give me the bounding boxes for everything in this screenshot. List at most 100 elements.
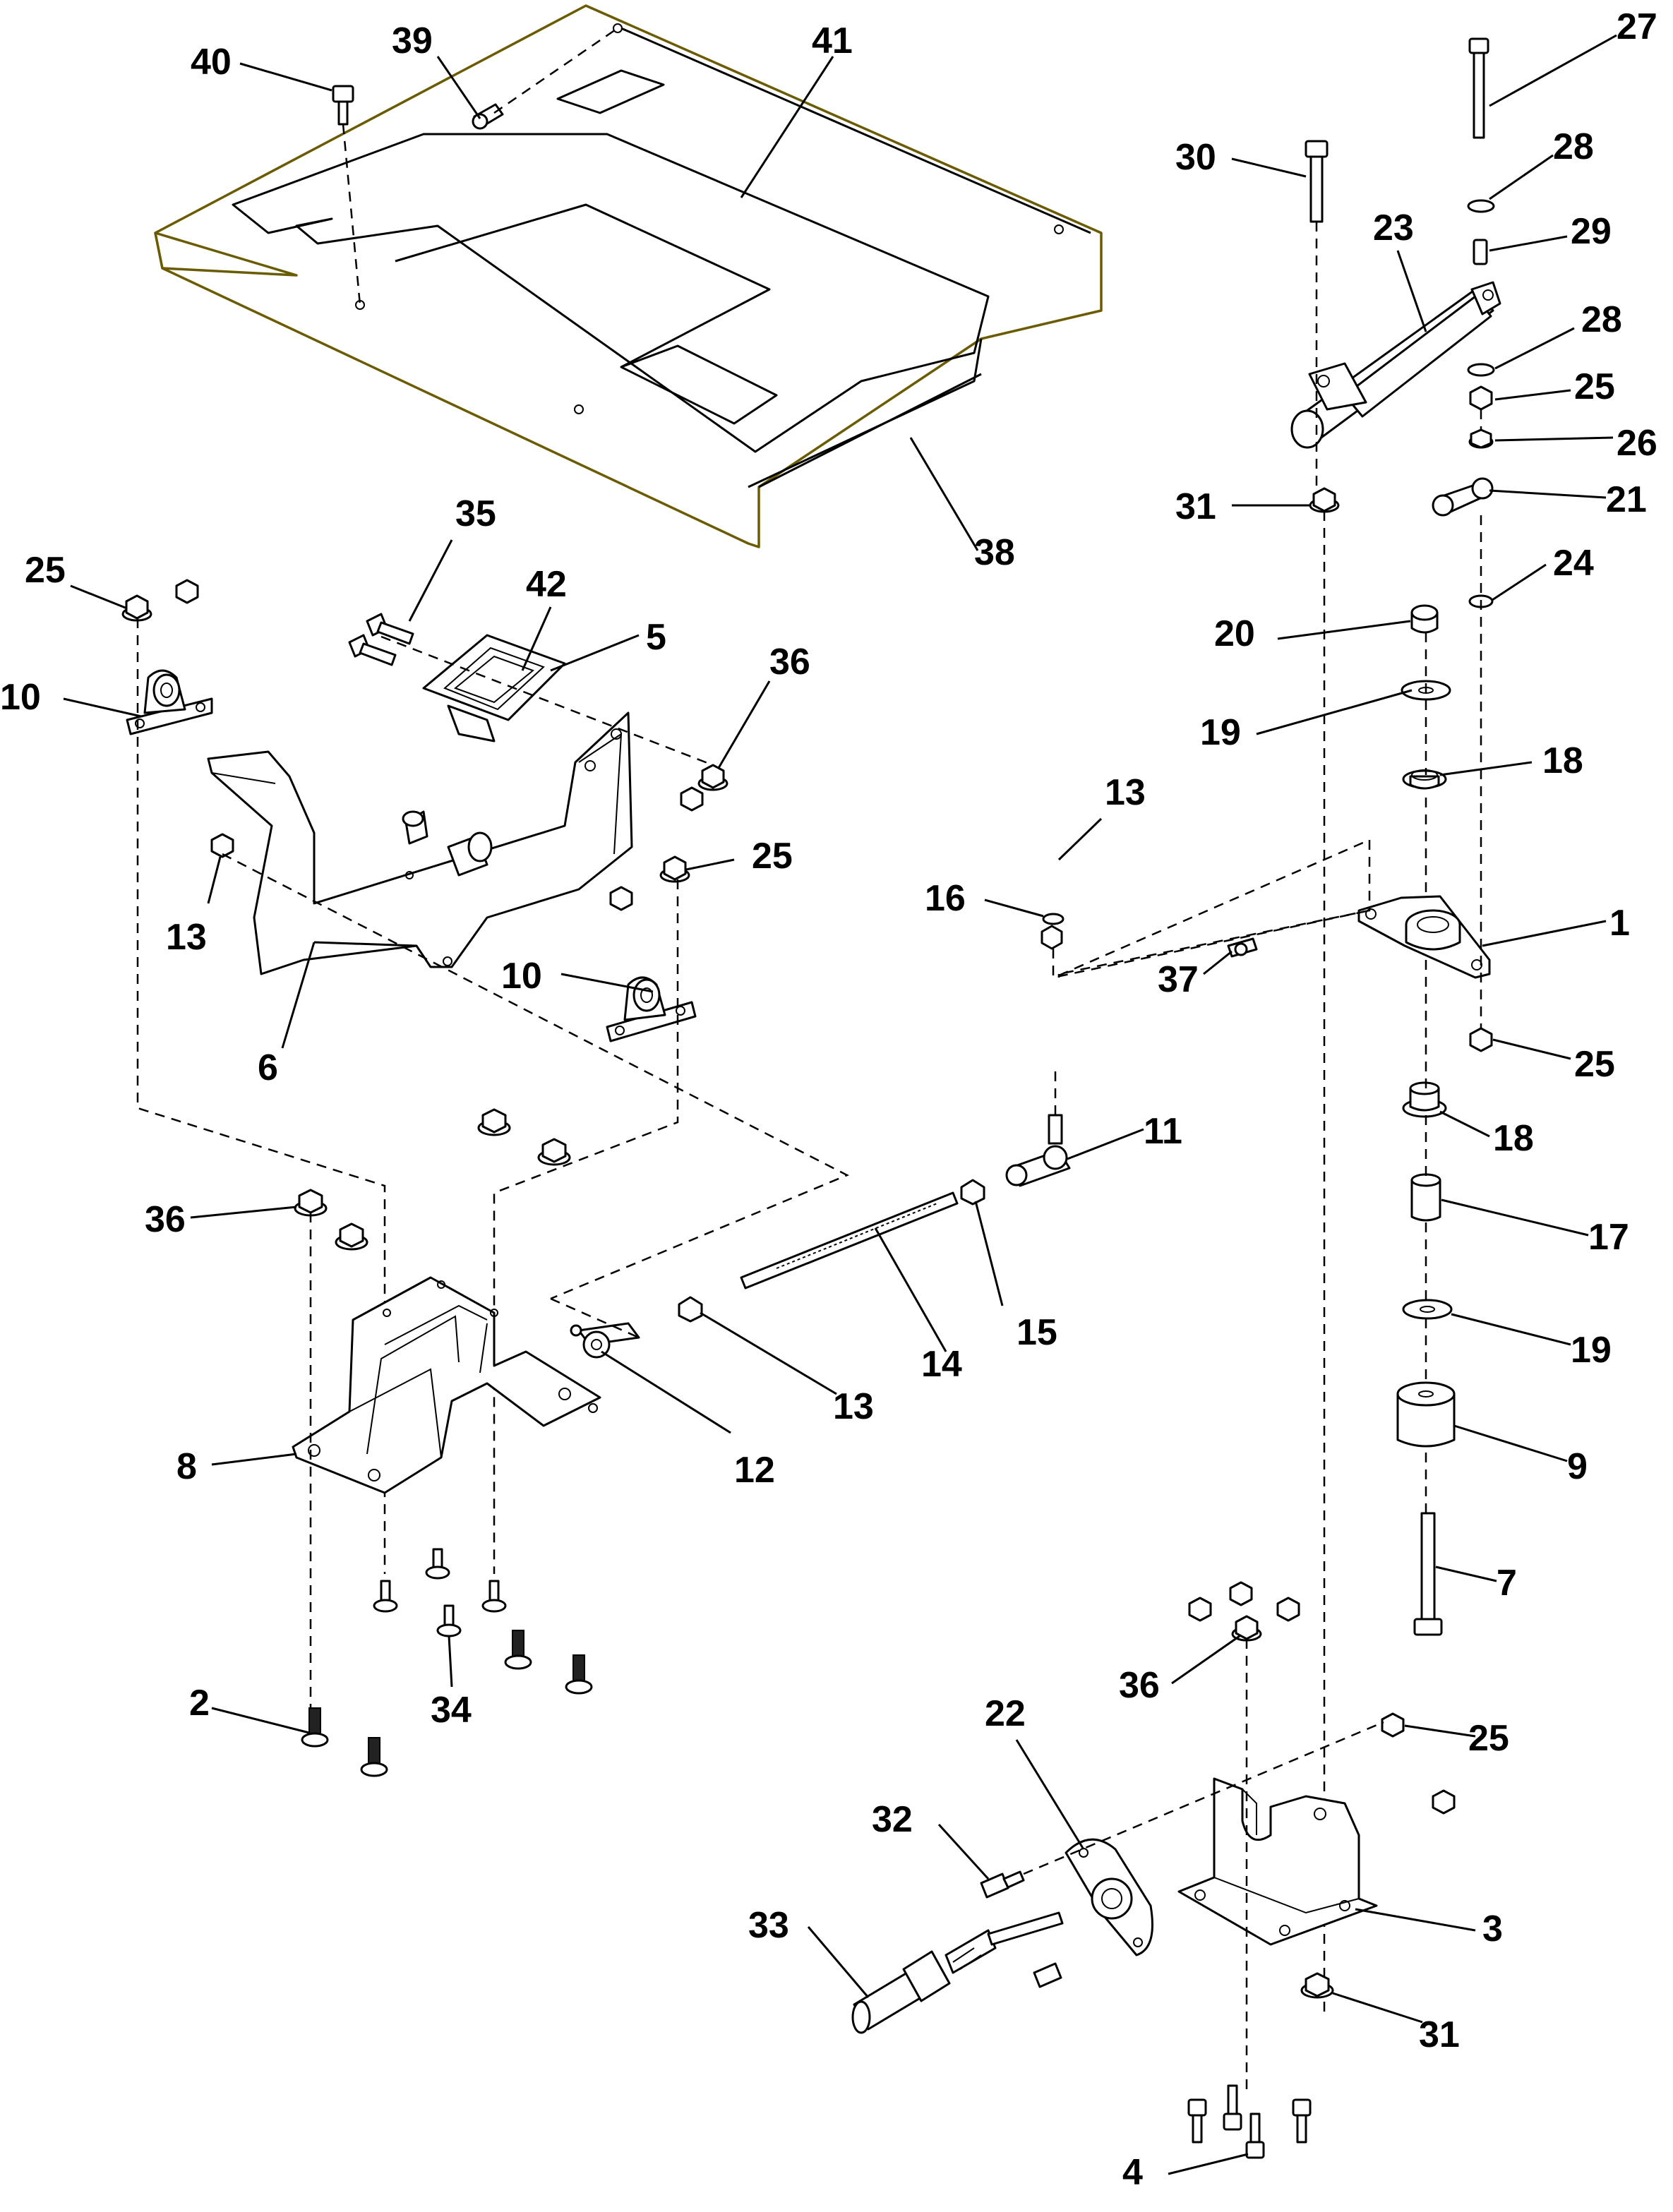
callout-42: 42 [526,564,567,605]
nut-31-top [1309,487,1340,513]
callout-21: 21 [1606,479,1647,520]
nut-25-left-top [121,594,152,622]
threaded-rod-14 [740,1191,959,1290]
bolt-black-1 [504,1630,532,1670]
flange-bushing-18-top [1402,769,1447,790]
screw-34-b [425,1548,450,1580]
flange-bushing-18-bottom [1402,1081,1447,1118]
washer-28-mid [1467,363,1495,377]
rod-end-11 [1005,1114,1071,1187]
callout-17: 17 [1588,1217,1629,1258]
callout-3: 3 [1482,1909,1503,1949]
callout-10: 10 [0,677,41,718]
callout-6: 6 [258,1047,278,1088]
callout-23: 23 [1373,208,1414,248]
callout-19-lower: 19 [1571,1330,1612,1371]
nut-lower-left-2 [335,1222,368,1251]
callout-25-left: 25 [25,550,66,591]
nut-bottom-extra [1432,1789,1456,1815]
callout-33: 33 [748,1905,789,1946]
callout-18: 18 [1542,740,1583,781]
callout-28-b: 28 [1581,299,1622,340]
grease-fitting-37 [1227,937,1258,958]
callout-39: 39 [392,20,433,61]
actuator-cylinder-23 [1290,281,1501,449]
callout-35: 35 [455,493,496,534]
pedal-pad-5 [422,634,566,743]
nut-26 [1468,428,1494,449]
callout-18-lower: 18 [1493,1118,1534,1159]
pivot-lever-1 [1357,895,1491,979]
nut-25-bottom [1381,1712,1405,1738]
bolt-32-b [1033,1962,1062,1988]
callout-28: 28 [1553,126,1594,167]
callout-22: 22 [985,1693,1026,1734]
bushing-20 [1410,604,1439,634]
callout-20: 20 [1214,613,1255,654]
callout-24: 24 [1553,543,1594,584]
bolt-2-b [360,1737,388,1777]
callout-25-bottom: 25 [1468,1718,1509,1759]
callout-12: 12 [734,1450,775,1491]
bolts-4 [1187,2084,1312,2159]
callout-8: 8 [176,1446,197,1487]
callout-41: 41 [812,20,853,61]
nuts-36-cluster [1188,1581,1300,1622]
callout-31: 31 [1175,486,1216,527]
washer-28-top [1467,199,1495,213]
flange-bearing-22 [1065,1838,1153,1956]
callout-2: 2 [189,1683,210,1724]
nut-31-bottom [1300,1972,1334,1999]
nut-36-bottom [1231,1615,1262,1642]
sensor-shaft-33 [851,1911,1064,2034]
callout-5: 5 [646,617,666,658]
bumper-9 [1396,1381,1456,1448]
callout-30: 30 [1175,137,1216,178]
spacer-29 [1473,239,1488,265]
bolt-27 [1468,37,1489,139]
callout-16: 16 [925,878,966,919]
callout-26: 26 [1617,423,1657,464]
washer-19-bottom [1402,1299,1453,1320]
callout-19: 19 [1200,712,1241,753]
screw-34-a [373,1580,398,1613]
leader-lines [63,34,1617,2175]
floor-cover-plate [154,4,1103,548]
callout-32: 32 [872,1799,913,1840]
callout-13-lower: 13 [833,1386,874,1427]
nut-13-rod [678,1296,703,1323]
pillow-block-10-left [126,669,213,735]
callout-36-left: 36 [145,1199,186,1240]
pillow-block-10-right [606,976,697,1042]
callout-11: 11 [1144,1111,1182,1152]
mounting-bracket-8 [292,1276,601,1494]
callout-labels: 40 39 41 27 30 28 23 29 28 25 26 31 21 3… [0,6,1657,2193]
bolt-40 [332,85,354,126]
nut-upper-2 [680,786,704,812]
callout-10-lower: 10 [501,956,542,997]
washer-16 [1042,913,1065,925]
nut-25-right-mid [1469,1027,1493,1052]
nut-25-left-mid [659,855,690,883]
callout-25-mid: 25 [752,836,793,877]
callout-13: 13 [166,917,207,958]
pedal-arm-6 [207,711,633,975]
nut-13-top-mid [1041,925,1063,950]
callout-37: 37 [1158,959,1199,1000]
stud-39 [472,103,504,130]
nut-left-top-2 [175,579,199,604]
bolts-35 [348,613,414,666]
mounting-bracket-3 [1177,1777,1378,1946]
screw-34-c [481,1580,507,1613]
callout-25: 25 [1574,366,1615,407]
callout-25-right: 25 [1574,1044,1615,1085]
nut-mid-2 [537,1138,571,1166]
nut-25-top-right [1469,385,1493,411]
nut-13-left [210,833,234,858]
rod-end-12 [570,1322,640,1359]
callout-40: 40 [191,42,232,83]
callout-14: 14 [921,1344,962,1385]
callout-1: 1 [1609,903,1630,944]
callout-36-bottom: 36 [1119,1665,1160,1706]
